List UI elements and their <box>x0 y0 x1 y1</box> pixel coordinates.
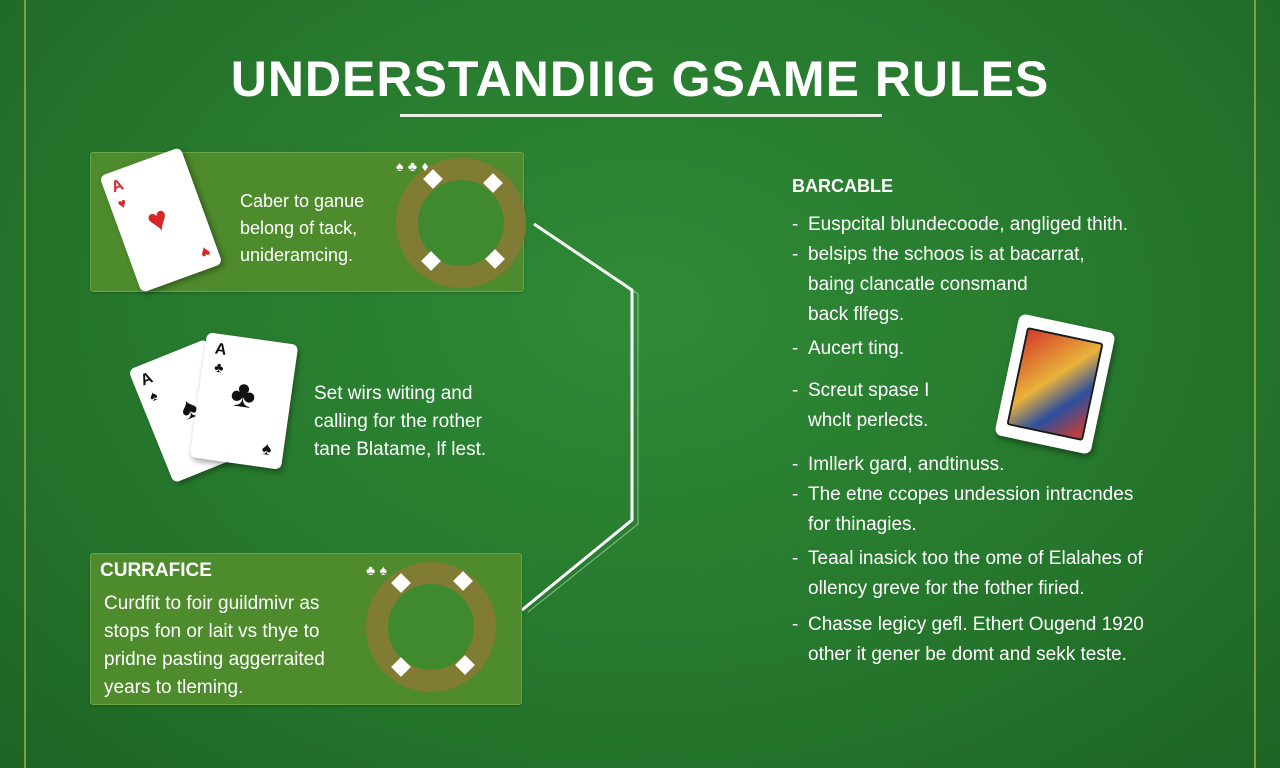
heart-icon: ♥ <box>197 241 213 262</box>
chip-notch <box>455 655 475 675</box>
top-rule-line: unideramcing. <box>240 245 354 265</box>
club-icon: ♣ <box>407 158 418 174</box>
list-item: - The etne ccopes undession intracndes f… <box>792 484 1134 535</box>
card-rank: A <box>109 176 126 197</box>
chip-notch <box>421 251 441 271</box>
list-item: - belsips the schoos is at bacarrat, bai… <box>792 244 1085 325</box>
list-item: - Teaal inasick too the ome of Elalahes … <box>792 548 1143 599</box>
chip-notch <box>453 571 473 591</box>
top-rule-line: belong of tack, <box>240 218 358 238</box>
spade-icon: ♠ <box>146 386 160 405</box>
list-item: - Chasse legicy gefl. Ethert Ougend 1920… <box>792 614 1144 665</box>
list-item: - Euspcital blundecoode, angliged thith. <box>792 214 1129 235</box>
poker-chip: ♠ ♣ ♦ <box>396 158 526 288</box>
middle-rule-line: tane Blatame, lf lest. <box>314 439 487 460</box>
bottom-rule-line: stops fon or lait vs thye to <box>104 621 320 642</box>
list-item: - Imllerk gard, andtinuss. <box>792 454 1005 475</box>
middle-rule-text: Set wirs witing and calling for the roth… <box>314 380 524 464</box>
right-border-line <box>1254 0 1256 768</box>
poker-chip: ♣ ♠ <box>366 562 496 692</box>
diamond-icon: ♦ <box>421 158 429 174</box>
list-item: - Aucert ting. <box>792 338 905 359</box>
ace-of-clubs-card: A ♣ ♣ ♠ <box>189 332 299 470</box>
bottom-rule-line: pridne pasting aggerraited <box>104 649 325 670</box>
club-icon: ♣ <box>213 358 225 376</box>
card-rank: A <box>213 340 228 359</box>
middle-rule-line: Set wirs witing and <box>314 383 473 404</box>
heart-icon: ♥ <box>141 198 174 242</box>
club-icon: ♣ <box>228 372 259 418</box>
bottom-rule-text: Curdfit to foir guildmivr as stops fon o… <box>104 590 364 702</box>
page-title: UNDERSTANDIIG GSAME RULES <box>230 51 1050 107</box>
heart-icon: ♥ <box>115 194 129 213</box>
chip-notch <box>391 657 411 677</box>
top-rule-line: Caber to ganue <box>240 191 365 211</box>
top-rule-text: Caber to ganue belong of tack, unideramc… <box>240 188 400 269</box>
bottom-rule-line: years to tleming. <box>104 677 244 698</box>
chip-notch <box>483 173 503 193</box>
spade-icon: ♠ <box>260 438 273 460</box>
spade-icon: ♠ <box>396 158 404 174</box>
bottom-rule-line: Curdfit to foir guildmivr as <box>104 593 320 614</box>
club-icon: ♣ <box>366 562 376 578</box>
rules-bullet-list: - Euspcital blundecoode, angliged thith.… <box>792 210 1212 670</box>
spade-icon: ♠ <box>379 562 388 578</box>
chip-notch <box>485 249 505 269</box>
left-border-line <box>24 0 26 768</box>
title-underline <box>400 114 882 117</box>
list-item: - Screut spase I whclt perlects. <box>792 380 930 431</box>
right-section-heading: BARCABLE <box>792 176 893 196</box>
middle-rule-line: calling for the rother <box>314 411 482 432</box>
chip-notch <box>391 573 411 593</box>
bottom-panel-heading: CURRAFICE <box>100 560 212 581</box>
face-card-art <box>1006 326 1104 442</box>
